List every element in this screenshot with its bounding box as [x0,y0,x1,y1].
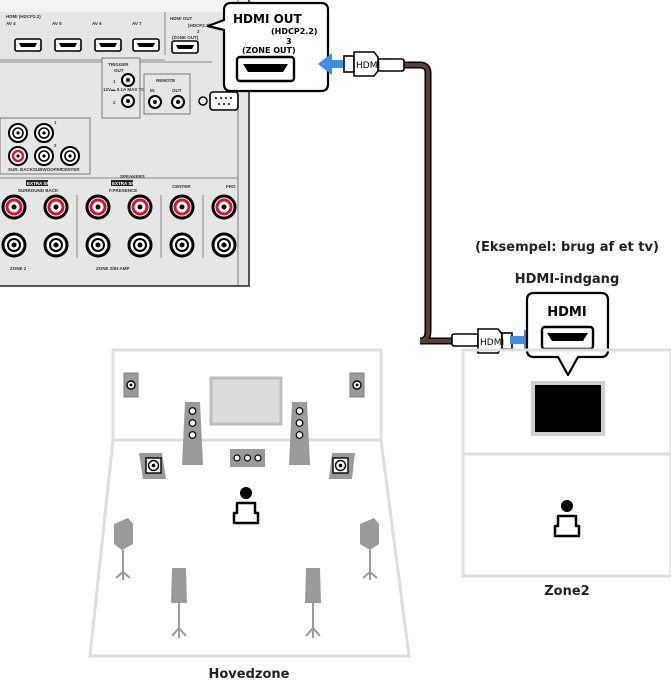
tv-example-caption: (Eksempel: brug af et tv) [475,240,659,255]
rs232-port [210,92,238,110]
remote-out-label: OUT [172,88,182,93]
listener-icon [555,500,579,536]
center-speaker-icon [230,449,265,467]
speakers-label: SPEAKERS [120,174,145,179]
hdmi-plug-top-label: HDMI [356,61,380,71]
center-label: CENTER [172,184,191,189]
tv-hdmi-label: HDMI [547,305,586,320]
presence-speaker-right-icon [350,373,364,397]
av7-label: AV 7 [132,21,142,26]
trigger-out-label: OUT [114,68,124,73]
hdmi-out-zone-out: (ZONE OUT) [242,46,296,55]
speaker-terminal-plus [87,196,109,218]
surround-speaker-right-icon [360,518,379,580]
surround-speaker-left-icon [114,518,133,580]
speaker-terminal-minus [3,234,25,256]
hdmi-in-label: HDMI (HDCP2.2) [6,14,41,19]
speaker-terminal-minus [129,234,151,256]
speaker-terminal-plus [129,196,151,218]
tv-screen [533,383,603,434]
front-speaker-left-icon [182,402,203,465]
zone-out-small-label: (ZONE OUT) [172,35,199,40]
hdmi-out-hdcp: (HDCP2.2) [271,27,318,36]
zone2-label: Zone2 [544,584,589,599]
tv-input-caption: HDMI-indgang [515,272,620,287]
zone2-small-label: ZONE 2 [10,266,27,271]
extra-sp1-label: EXTRA SP1 [27,181,52,186]
hdmi-out-port-large [237,57,294,81]
hdmi-plug-top: HDMI [344,52,404,76]
tv-hdmi-port [542,327,593,349]
main-tv [211,378,281,424]
subwoofer-1-jack [35,124,53,142]
subwoofer-label: SUBWOOFER [33,167,63,172]
extra-sp2-label: EXTRA SP2 [112,181,137,186]
av6-label: AV 6 [92,21,102,26]
speaker-terminal-plus [171,196,193,218]
av-receiver-rear-panel: HDMI (HDCP2.2) AV 4 AV 5 AV 6 AV 7 HDMI … [0,0,250,287]
hdmi-input-port [95,39,121,51]
hdmi-input-port [133,39,159,51]
hdmi-input-port [15,39,41,51]
speaker-terminal-minus [45,234,67,256]
speaker-terminal-plus [213,196,235,218]
speaker-terminal-minus [171,234,193,256]
zone2-biamp-label: ZONE 2/BI-AMP [96,266,130,271]
surround-back-speaker-right-icon [305,568,321,638]
hdmi-out-small-label: HDMI OUT [170,16,192,21]
tv-hdmi-callout: HDMI [527,293,608,375]
speaker-terminal-minus [87,234,109,256]
hdmi-out-callout: HDMI OUT (HDCP2.2) 3 (ZONE OUT) [208,3,328,91]
subwoofer-2-jack [35,147,53,165]
trigger-label: TRIGGER [108,62,129,67]
main-zone-label: Hovedzone [209,667,290,682]
zone2-room [463,350,671,576]
subwoofer-right-icon [329,453,355,479]
sur-back-label: SUR. BACK [8,167,34,172]
center-pre-jack [61,147,79,165]
listener-icon [234,487,258,523]
hdmi-plug-bottom-label: HDMI [480,338,504,348]
hdmi-out-title: HDMI OUT [233,12,303,26]
hdmi-cable: HDMI HDMI [344,52,512,353]
remote-label: REMOTE [156,78,175,83]
speaker-terminal-minus [213,234,235,256]
remote-in-label: IN [150,88,155,93]
speaker-terminal-plus [3,196,25,218]
center-pre-label: CENTER [61,167,80,172]
speaker-terminal-plus [45,196,67,218]
sur-back-red-jack [9,147,27,165]
surround-back-speaker-left-icon [171,568,187,638]
main-zone-room [90,350,409,656]
av4-label: AV 4 [6,21,16,26]
subwoofer-left-icon [139,453,166,479]
presence-speaker-left-icon [124,373,138,397]
pre-out-jack [9,124,27,142]
hdmi-input-port [55,39,81,51]
front-label: FRO [226,184,236,189]
av5-label: AV 5 [52,21,62,26]
hdmi-out-number: 3 [286,37,292,46]
hdmi-out-port [172,41,198,53]
front-speaker-right-icon [289,402,310,465]
f-presence-label: F.PRESENCE [109,188,137,193]
surround-back-label: SURROUND BACK [18,188,59,193]
